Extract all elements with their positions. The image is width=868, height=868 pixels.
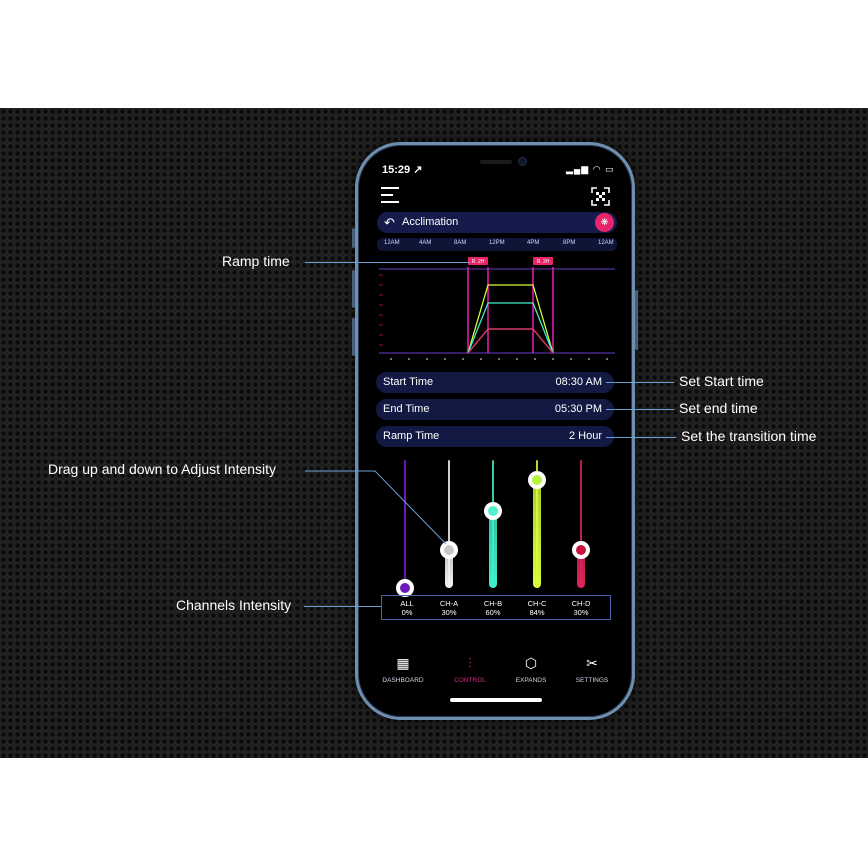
slider-handle-ch-b[interactable] — [484, 502, 502, 521]
ramp-time-field[interactable]: Ramp Time 2 Hour — [376, 426, 614, 447]
nav-dashboard[interactable]: ▦ DASHBOARD — [373, 655, 433, 684]
nav-label: DASHBOARD — [382, 677, 424, 684]
annotation-line — [305, 262, 470, 263]
annotation-line — [606, 409, 674, 410]
hour-tick: 12AM — [384, 240, 400, 246]
end-time-field[interactable]: End Time 05:30 PM — [376, 399, 614, 420]
power-button — [635, 290, 638, 350]
hour-tick: 8PM — [563, 240, 576, 246]
expand-icon: ⬡ — [524, 655, 538, 671]
menu-icon[interactable] — [381, 187, 399, 205]
channel-name: CH-B — [483, 599, 503, 608]
ramp-badge-text: R. 2H — [537, 259, 550, 265]
nav-settings[interactable]: ✂ SETTINGS — [562, 655, 622, 684]
front-camera — [518, 157, 527, 166]
annotation-intensity: Channels Intensity — [176, 597, 292, 613]
channel-intensity-box — [381, 595, 611, 620]
hour-tick: 12AM — [598, 240, 614, 246]
ramp-badge-left: R. 2H — [468, 257, 488, 265]
hour-tick: 4AM — [419, 240, 432, 246]
slider-track-ch-a[interactable] — [448, 460, 450, 588]
back-icon[interactable]: ↶ — [384, 215, 395, 230]
annotation-drag-line — [305, 470, 447, 545]
channel-name: ALL — [400, 599, 414, 608]
start-time-field[interactable]: Start Time 08:30 AM — [376, 372, 614, 393]
channel-name: CH-A — [439, 599, 459, 608]
slider-handle-ch-d[interactable] — [572, 540, 590, 559]
hour-tick: 12PM — [489, 240, 505, 246]
nav-control[interactable]: ⫶ CONTROL — [440, 655, 500, 684]
channel-percent: 60% — [485, 608, 501, 617]
annotation-line — [304, 606, 381, 607]
ramp-badge-text: R. 2H — [472, 259, 485, 265]
volume-up-button — [352, 270, 355, 308]
nav-expands[interactable]: ⬡ EXPANDS — [501, 655, 561, 684]
curve-ch-c — [467, 284, 554, 354]
sliders-icon: ⫶ — [468, 655, 472, 671]
start-time-label: Start Time — [383, 376, 434, 388]
annotation-end-time: Set end time — [679, 400, 758, 416]
side-button — [352, 228, 355, 248]
nav-label: CONTROL — [454, 677, 486, 684]
slider-track-all[interactable] — [404, 460, 406, 588]
curve-ch-d — [467, 328, 554, 354]
slider-handle-all[interactable] — [396, 579, 414, 597]
nav-label: EXPANDS — [515, 677, 547, 684]
coral-icon[interactable]: ❋ — [595, 213, 614, 232]
speaker — [480, 160, 512, 164]
annotation-transition: Set the transition time — [681, 428, 817, 444]
channel-name: CH-C — [527, 599, 547, 608]
qr-scan-icon[interactable] — [591, 187, 610, 206]
acclimation-header: ↶ Acclimation ❋ — [377, 212, 617, 233]
status-time: 15:29 ↗ — [382, 164, 423, 176]
slider-fill-ch-a — [445, 549, 453, 588]
timeline-hours: 12AM 4AM 8AM 12PM 4PM 8PM 12AM — [377, 238, 617, 251]
slider-track-ch-d[interactable] — [580, 460, 582, 588]
annotation-line — [606, 382, 674, 383]
ramp-time-label: Ramp Time — [383, 430, 440, 442]
home-indicator[interactable] — [450, 698, 542, 702]
slider-handle-ch-a[interactable] — [440, 540, 458, 559]
dashboard-icon: ▦ — [396, 655, 410, 671]
ramp-badge-right: R. 2H — [533, 257, 553, 265]
slider-handle-ch-c[interactable] — [528, 471, 546, 490]
channel-percent: 0% — [401, 608, 413, 617]
status-icons: ▂▄▆ ◠ ▭ — [566, 164, 615, 174]
volume-down-button — [352, 318, 355, 356]
start-time-value: 08:30 AM — [555, 376, 602, 388]
annotation-ramp-time: Ramp time — [222, 253, 290, 269]
channel-percent: 30% — [573, 608, 589, 617]
curve-ch-b — [467, 302, 554, 354]
hour-tick: 8AM — [454, 240, 467, 246]
channel-percent: 30% — [441, 608, 457, 617]
curve-ch-a — [467, 328, 554, 354]
nav-label: SETTINGS — [575, 677, 609, 684]
tools-icon: ✂ — [586, 655, 598, 671]
annotation-start-time: Set Start time — [679, 373, 764, 389]
end-time-value: 05:30 PM — [554, 403, 602, 415]
page-title: Acclimation — [402, 216, 459, 228]
channel-percent: 84% — [529, 608, 545, 617]
annotation-line — [606, 437, 676, 438]
slider-fill-ch-c — [533, 480, 541, 588]
annotation-drag: Drag up and down to Adjust Intensity — [48, 461, 277, 477]
slider-fill-ch-b — [489, 511, 497, 588]
schedule-chart[interactable]: R. 2H R. 2H — [377, 255, 617, 367]
ramp-time-value: 2 Hour — [568, 430, 602, 442]
channel-name: CH-D — [571, 599, 591, 608]
hour-tick: 4PM — [527, 240, 540, 246]
slider-fill-ch-d — [577, 549, 585, 588]
end-time-label: End Time — [383, 403, 430, 415]
